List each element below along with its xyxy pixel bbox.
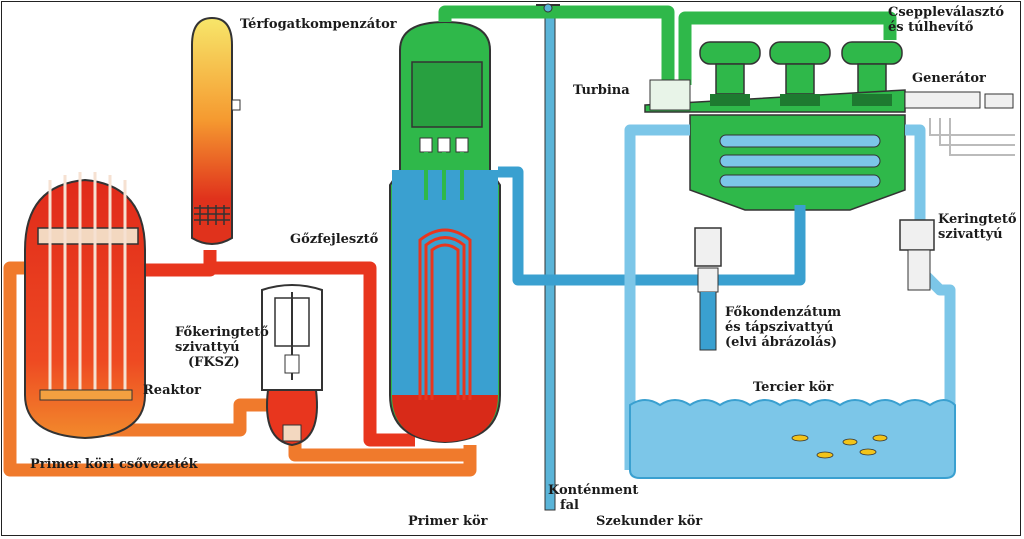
reactor-vessel: [24, 172, 146, 440]
circulating-pump: [899, 219, 935, 291]
steam-lines: [438, 5, 897, 85]
label-feed-pump-1: Főkondenzátum: [725, 305, 842, 320]
label-secondary-circuit: Szekunder kör: [596, 514, 703, 529]
containment-wall: [544, 14, 556, 511]
label-containment-1: Kontén­ment: [548, 483, 639, 498]
label-turbine: Turbina: [573, 83, 630, 98]
label-moisture-separator-1: Cseppleválasztó: [888, 5, 1005, 20]
label-main-pump-3: (FKSZ): [188, 355, 240, 370]
label-tertiary-loop: Tercier kör: [753, 380, 834, 395]
condenser: [689, 114, 906, 211]
label-reactor: Reaktor: [143, 383, 202, 398]
label-feed-pump-2: és tápszivattyú: [725, 320, 834, 335]
label-pressurizer: Térfogatkompenzátor: [240, 17, 397, 32]
label-main-pump-2: szivattyú: [175, 340, 240, 355]
label-main-pump-1: Főkeringtető: [175, 325, 269, 340]
feed-pump: [694, 227, 722, 351]
label-containment-2: fal: [560, 498, 579, 513]
label-primary-piping: Primer köri csővezeték: [30, 457, 198, 472]
label-circulating-pump-1: Keringtető: [938, 212, 1017, 227]
label-steam-generator: Gőzfejlesztő: [290, 232, 379, 247]
label-moisture-separator-2: és túlhevítő: [888, 20, 974, 35]
label-generator: Generátor: [912, 71, 986, 86]
tertiary-basin: [629, 399, 956, 479]
turbine: [644, 79, 1014, 113]
steam-generator: [389, 20, 501, 444]
label-feed-pump-3: (elvi ábrázolás): [725, 335, 838, 350]
label-primary-circuit: Primer kör: [408, 514, 488, 529]
main-circulating-pump: [261, 284, 323, 447]
pressurizer: [191, 16, 241, 245]
label-circulating-pump-2: szivattyú: [938, 227, 1003, 242]
feedwater-lines: [498, 166, 806, 286]
moisture-separators: [699, 41, 903, 95]
